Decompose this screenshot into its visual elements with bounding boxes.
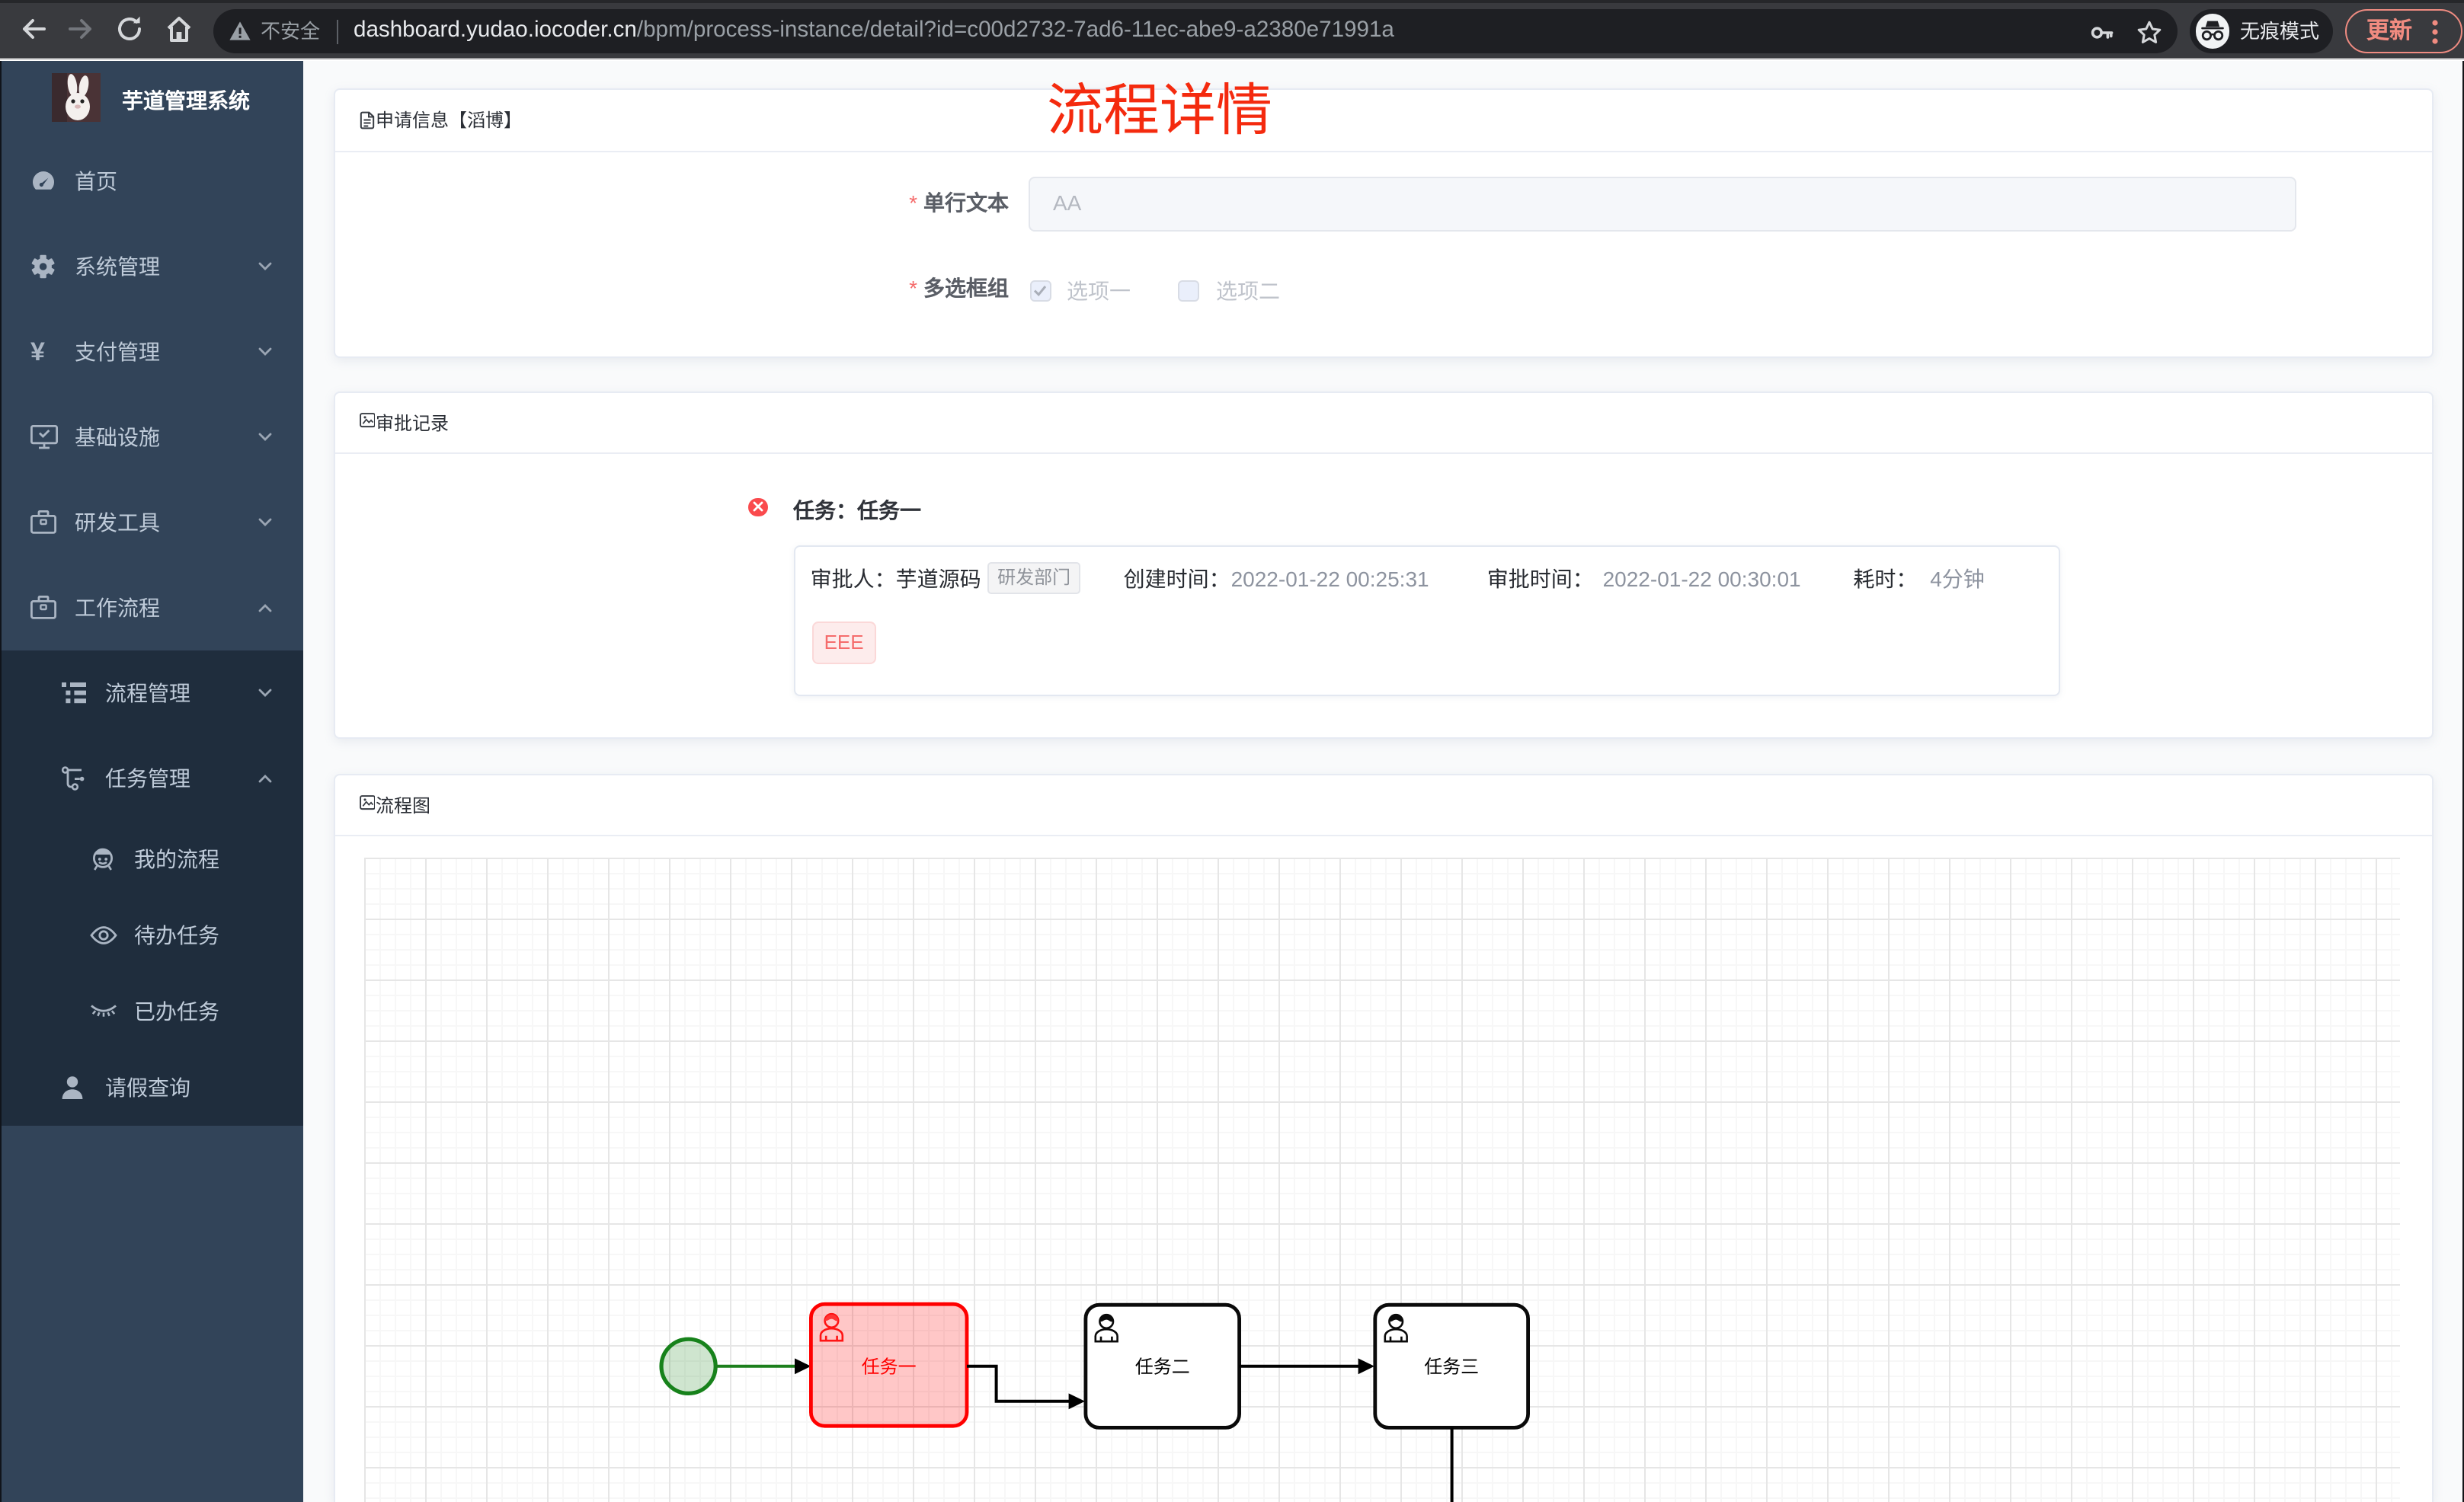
svg-text:任务一: 任务一 xyxy=(862,1357,917,1378)
svg-text:任务二: 任务二 xyxy=(1135,1357,1190,1378)
svg-text:任务三: 任务三 xyxy=(1425,1357,1480,1378)
